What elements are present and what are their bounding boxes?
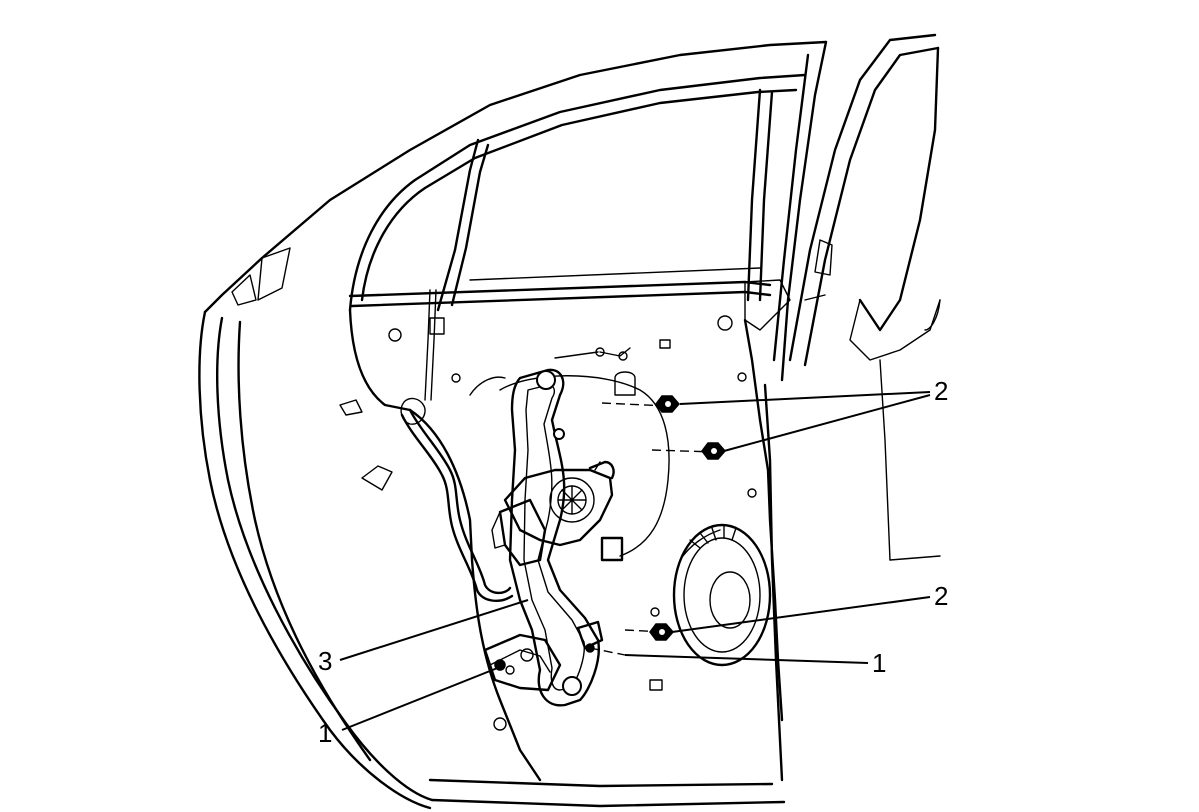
leader-1-right [624,654,869,664]
speaker [672,523,772,667]
callout-2-upper: 2 [934,376,948,406]
leader-3 [339,599,529,661]
leader-2-upper-a [679,391,931,405]
door-outline [198,40,828,810]
leader-2-lower [671,596,931,633]
callout-3: 3 [318,646,332,676]
inner-panel [339,308,784,782]
regulator-bolts [494,643,626,671]
window-opening [348,73,807,331]
body-pillar [788,33,941,561]
leader-2-upper-b [723,394,931,452]
window-regulator [483,368,624,707]
callout-1-left: 1 [318,718,332,748]
leader-1-left [341,666,501,731]
callout-1-right: 1 [872,648,886,678]
wiring-harness [400,289,514,602]
callout-2-lower: 2 [934,581,948,611]
callout-leaders [339,391,931,731]
regulator-nuts [601,395,726,641]
